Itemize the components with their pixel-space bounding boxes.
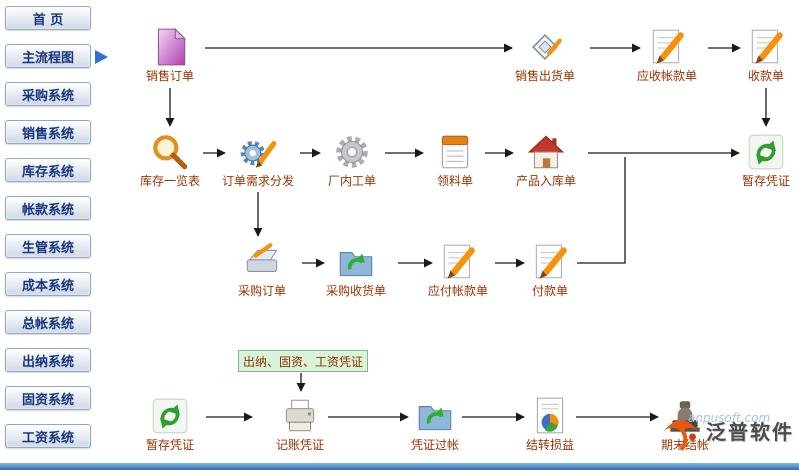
flow-node-factory-work-order[interactable]: 厂内工单	[307, 131, 397, 189]
flow-node-material-requisition[interactable]: 领料单	[410, 131, 500, 189]
node-label: 结转损益	[525, 438, 574, 452]
diamond-icon	[524, 26, 566, 68]
sidebar-item-accounts[interactable]: 帐款系统	[5, 196, 91, 220]
brand-name: 泛普软件	[706, 419, 794, 444]
brand-logo: 泛普软件	[658, 407, 794, 453]
node-label: 暂存凭证	[741, 174, 790, 188]
flow-node-temp-voucher-bottom[interactable]: 暂存凭证	[125, 395, 215, 453]
sidebar-item-sales[interactable]: 销售系统	[5, 120, 91, 144]
pencil-document-icon	[437, 241, 479, 283]
node-label: 销售出货单	[514, 69, 575, 83]
node-label: 采购收货单	[325, 284, 386, 298]
sidebar-item-main-flowchart[interactable]: 主流程图	[5, 44, 91, 68]
node-label: 库存一览表	[139, 174, 200, 188]
node-label: 应付帐款单	[427, 284, 488, 298]
bottom-blue-bar	[0, 463, 799, 470]
magnifier-icon	[149, 131, 191, 173]
sidebar-item-cashier[interactable]: 出纳系统	[5, 348, 91, 372]
recycle-icon	[745, 131, 787, 173]
flow-node-sales-shipment[interactable]: 销售出货单	[500, 26, 590, 84]
sidebar-item-inventory[interactable]: 库存系统	[5, 158, 91, 182]
printer-icon	[279, 395, 321, 437]
flow-node-sales-order[interactable]: 销售订单	[125, 26, 215, 84]
node-label: 产品入库单	[515, 174, 576, 188]
recycle-icon	[149, 395, 191, 437]
flow-node-order-dispatch[interactable]: 订单需求分发	[213, 131, 303, 189]
node-label: 订单需求分发	[221, 174, 294, 188]
flow-node-profit-loss-carryover[interactable]: 结转损益	[505, 395, 595, 453]
cashier-fixed-assets-payroll-voucher-note: 出纳、固资、工资凭证	[238, 350, 368, 372]
node-label: 采购订单	[237, 284, 286, 298]
node-label: 记账凭证	[275, 438, 324, 452]
house-icon	[525, 131, 567, 173]
folder-sync-icon	[335, 241, 377, 283]
sidebar: 首 页 主流程图 采购系统 销售系统 库存系统 帐款系统 生管系统 成本系统 总…	[5, 6, 91, 448]
node-label: 收款单	[747, 69, 784, 83]
flow-node-purchase-receipt[interactable]: 采购收货单	[311, 241, 401, 299]
sidebar-item-production[interactable]: 生管系统	[5, 234, 91, 258]
node-label: 厂内工单	[327, 174, 376, 188]
notepad-icon	[434, 131, 476, 173]
pencil-document-icon	[529, 241, 571, 283]
flow-node-inventory-list[interactable]: 库存一览表	[125, 131, 215, 189]
sidebar-item-general-ledger[interactable]: 总帐系统	[5, 310, 91, 334]
node-label: 凭证过帐	[410, 438, 459, 452]
sidebar-item-home[interactable]: 首 页	[5, 6, 91, 30]
sidebar-item-purchasing[interactable]: 采购系统	[5, 82, 91, 106]
gear-pencil-icon	[237, 131, 279, 173]
node-label: 领料单	[436, 174, 473, 188]
pencil-document-icon	[646, 26, 688, 68]
pencil-document-icon	[745, 26, 787, 68]
flow-node-accounts-payable[interactable]: 应付帐款单	[413, 241, 503, 299]
node-label: 应收帐款单	[636, 69, 697, 83]
flow-node-temp-voucher-right[interactable]: 暂存凭证	[721, 131, 799, 189]
node-label: 暂存凭证	[145, 438, 194, 452]
flow-node-bookkeeping-voucher[interactable]: 记账凭证	[255, 395, 345, 453]
node-label: 付款单	[531, 284, 568, 298]
flow-node-payment[interactable]: 付款单	[505, 241, 595, 299]
sidebar-item-cost[interactable]: 成本系统	[5, 272, 91, 296]
watermark-url: anpusoft.com	[688, 411, 771, 425]
flow-node-purchase-order[interactable]: 采购订单	[217, 241, 307, 299]
flow-node-receipt[interactable]: 收款单	[721, 26, 799, 84]
flow-node-product-inbound[interactable]: 产品入库单	[501, 131, 591, 189]
active-item-arrow-icon	[95, 50, 108, 64]
document-icon	[149, 26, 191, 68]
folder-sync-icon	[414, 395, 456, 437]
sidebar-item-fixed-assets[interactable]: 固资系统	[5, 386, 91, 410]
pie-chart-document-icon	[529, 395, 571, 437]
sidebar-item-payroll[interactable]: 工资系统	[5, 424, 91, 448]
gear-icon	[331, 131, 373, 173]
flow-node-accounts-receivable[interactable]: 应收帐款单	[622, 26, 712, 84]
scanner-icon	[241, 241, 283, 283]
flow-node-voucher-posting[interactable]: 凭证过帐	[390, 395, 480, 453]
brand-logo-icon	[658, 407, 704, 453]
node-label: 销售订单	[145, 69, 194, 83]
